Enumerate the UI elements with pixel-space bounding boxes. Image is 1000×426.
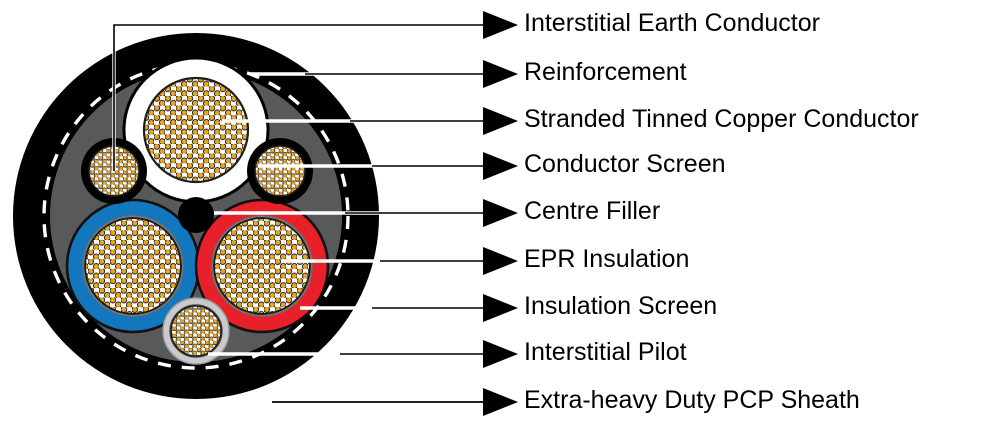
callout-label-epr-insulation: EPR Insulation: [524, 245, 690, 273]
epr-insulation-core-blue: [65, 198, 201, 334]
callout-label-extra-heavy-duty-pcp-sheath: Extra-heavy Duty PCP Sheath: [524, 386, 860, 414]
callout-label-stranded-tinned-copper-conductor: Stranded Tinned Copper Conductor: [524, 105, 919, 133]
epr-insulation-core-red: [194, 198, 330, 334]
arrowhead-centre-filler: [483, 199, 518, 227]
stranded-tinned-copper-conductor-top: [144, 78, 248, 182]
arrowhead-epr-insulation: [483, 247, 518, 275]
callout-label-conductor-screen: Conductor Screen: [524, 150, 726, 178]
callout-label-interstitial-pilot: Interstitial Pilot: [524, 338, 687, 366]
callout-label-reinforcement: Reinforcement: [524, 58, 687, 86]
stranded-tinned-copper-conductor-red: [214, 218, 310, 314]
stranded-tinned-copper-conductor-blue: [85, 218, 181, 314]
arrowhead-insulation-screen: [483, 294, 518, 322]
reinforcement-braid-ring: [42, 62, 350, 370]
arrowhead-stranded-tinned-copper-conductor: [483, 107, 518, 135]
callout-label-centre-filler: Centre Filler: [524, 197, 661, 225]
leader-interstitial-earth-conductor: [112, 23, 487, 171]
arrowhead-extra-heavy-duty-pcp-sheath: [483, 388, 518, 416]
arrowhead-interstitial-earth-conductor: [483, 11, 518, 39]
callout-label-insulation-screen: Insulation Screen: [524, 292, 718, 320]
arrowhead-reinforcement: [483, 60, 518, 88]
callout-arrowheads: [483, 11, 518, 416]
callout-label-interstitial-earth-conductor: Interstitial Earth Conductor: [524, 9, 820, 37]
interstitial-earth-conductor-right: [247, 138, 313, 204]
top-core-assembly: [122, 56, 270, 204]
interstitial-pilot-core: [162, 297, 230, 365]
centre-filler-element: [178, 197, 214, 233]
arrowhead-conductor-screen: [483, 152, 518, 180]
arrowhead-interstitial-pilot: [483, 340, 518, 368]
